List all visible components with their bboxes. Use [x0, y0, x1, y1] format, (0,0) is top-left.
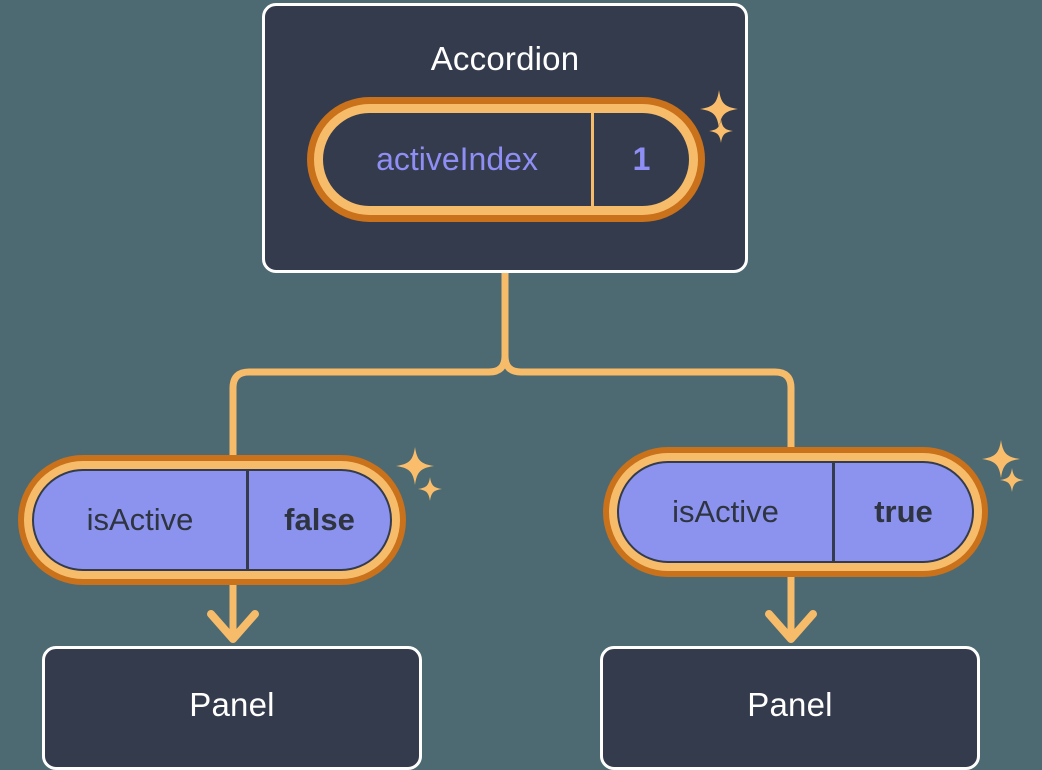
state-pill-core: isActive false	[32, 469, 392, 571]
arrow-down-head-left	[207, 610, 259, 643]
connector-branch-left	[229, 352, 509, 466]
state-pill-key: activeIndex	[323, 113, 594, 206]
component-box-panel-right[interactable]: Panel	[600, 646, 980, 770]
component-title-panel-right: Panel	[747, 685, 833, 723]
state-pill-core: activeIndex 1	[323, 113, 689, 206]
state-pill-is-active-false[interactable]: isActive false	[18, 455, 406, 585]
state-pill-value: true	[874, 494, 933, 529]
component-box-panel-left[interactable]: Panel	[42, 646, 422, 770]
sparkle-icon-left-large	[396, 447, 434, 485]
arrow-down-head-right	[765, 610, 817, 643]
state-pill-value: 1	[632, 141, 651, 177]
sparkle-icon-right-large	[982, 440, 1020, 478]
component-title-accordion: Accordion	[430, 40, 580, 77]
component-title-panel-left: Panel	[189, 685, 275, 723]
state-pill-key: isActive	[34, 471, 249, 569]
sparkle-icon-left-small	[418, 477, 442, 501]
state-pill-ring-inner: isActive false	[24, 461, 400, 579]
state-pill-ring-inner: isActive true	[609, 453, 982, 571]
state-pill-value: false	[284, 502, 355, 537]
sparkle-icon-right-small	[1000, 468, 1024, 492]
state-pill-ring-inner: activeIndex 1	[314, 104, 698, 215]
state-pill-key: isActive	[619, 463, 835, 561]
state-pill-active-index[interactable]: activeIndex 1	[307, 97, 705, 222]
state-pill-core: isActive true	[617, 461, 974, 563]
state-pill-is-active-true[interactable]: isActive true	[603, 447, 988, 577]
